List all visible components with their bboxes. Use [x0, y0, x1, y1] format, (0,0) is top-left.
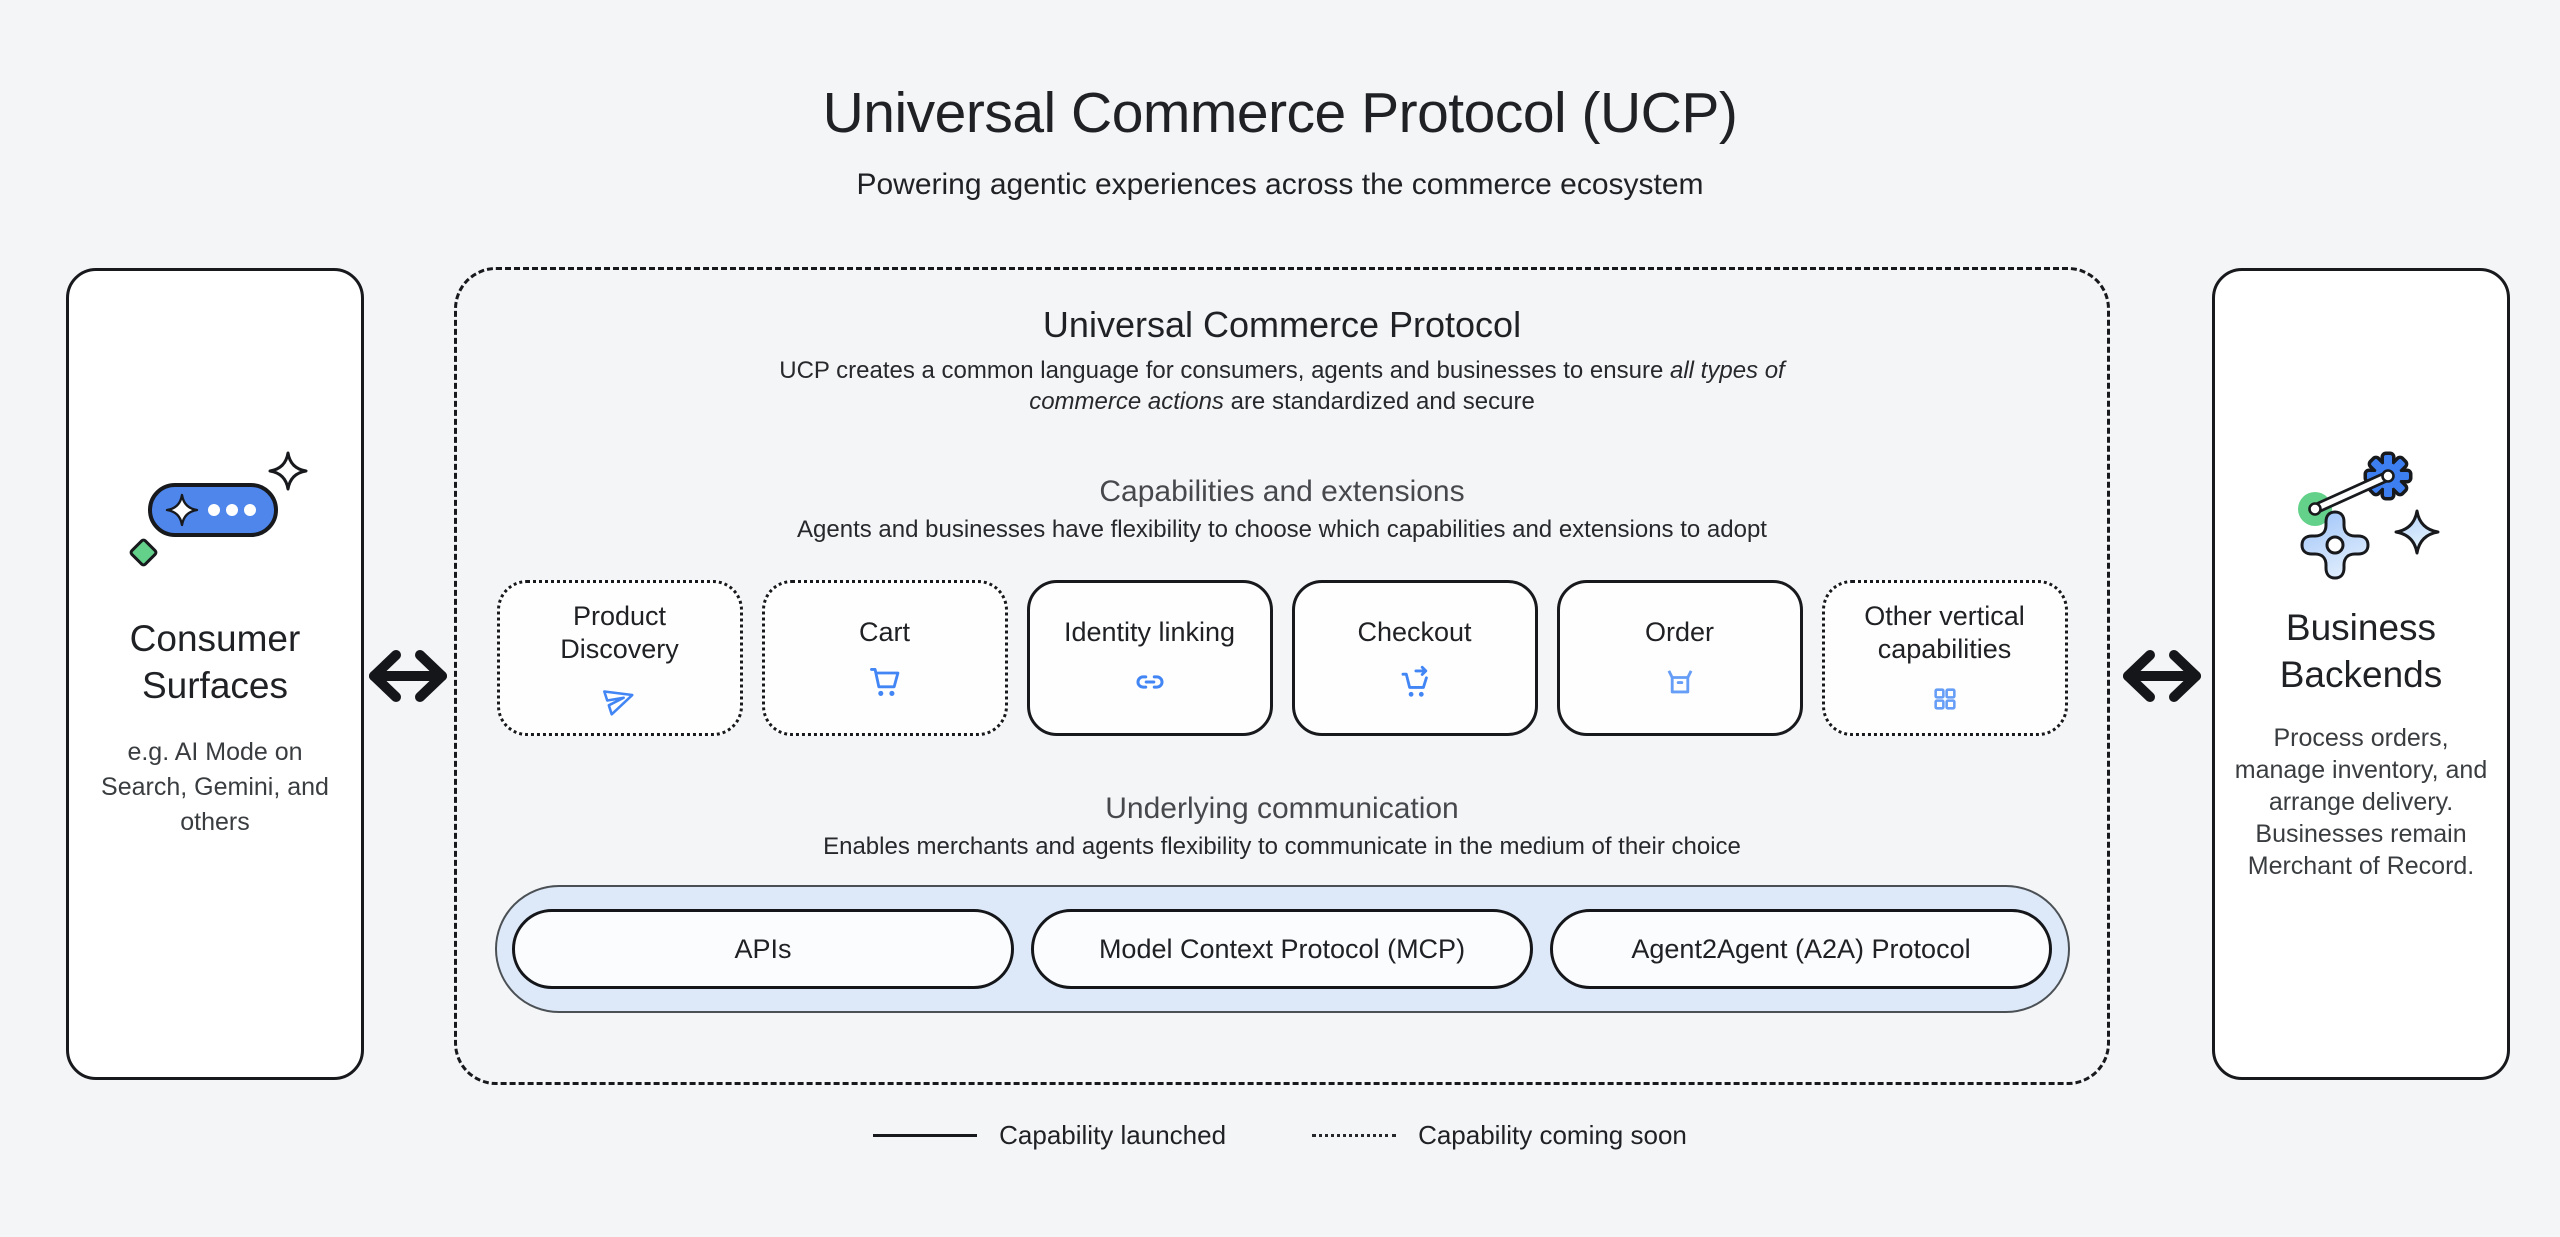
page-subtitle: Powering agentic experiences across the … — [856, 168, 1704, 201]
capability-label: Other vertical capabilities — [1864, 600, 2025, 664]
legend-solid-line — [873, 1134, 978, 1137]
ucp-description-line2-italic: commerce actions — [1029, 388, 1224, 415]
send-icon — [602, 681, 638, 717]
cart-checkout-icon — [1397, 664, 1433, 700]
capability-checkout: Checkout — [1291, 580, 1538, 736]
shopping-cart-icon — [867, 664, 903, 700]
communication-title: Underlying communication — [1105, 792, 1459, 825]
page-title: Universal Commerce Protocol (UCP) — [822, 81, 1738, 145]
capability-order: Order — [1556, 580, 1803, 736]
legend-dotted-line — [1312, 1134, 1397, 1137]
order-box-icon — [1662, 664, 1698, 700]
protocol-pill-mcp: Model Context Protocol (MCP) — [1031, 909, 1533, 989]
ai-chat-pill-sparkles-icon — [120, 449, 310, 589]
business-backends-description: Process orders, manage inventory, and ar… — [2234, 724, 2488, 880]
business-backends-panel: Business Backends Process orders, manage… — [2212, 268, 2510, 1080]
legend-launched-label: Capability launched — [999, 1120, 1227, 1150]
capability-label: Order — [1644, 617, 1715, 647]
capability-label: Checkout — [1357, 617, 1472, 647]
ucp-description: UCP creates a common language for consum… — [457, 355, 2107, 417]
legend: Capability launched Capability coming so… — [0, 1120, 2560, 1151]
capability-other-vertical: Other vertical capabilities — [1821, 580, 2068, 736]
grid-icon — [1931, 681, 1959, 717]
double-arrow-icon — [362, 644, 454, 713]
ucp-description-line1: UCP creates a common language for consum… — [779, 357, 1664, 384]
consumer-surfaces-title: Consumer Surfaces — [129, 618, 301, 706]
capability-label: Cart — [858, 617, 910, 647]
legend-item-launched: Capability launched — [873, 1120, 1226, 1151]
legend-item-coming-soon: Capability coming soon — [1312, 1120, 1687, 1151]
capabilities-title: Capabilities and extensions — [1099, 475, 1465, 508]
gears-sparkle-icon — [2271, 443, 2451, 588]
capability-identity-linking: Identity linking — [1026, 580, 1273, 736]
legend-coming-soon-label: Capability coming soon — [1418, 1120, 1687, 1150]
link-icon — [1133, 664, 1167, 700]
ucp-title: Universal Commerce Protocol — [1042, 304, 1522, 345]
capability-label: Product Discovery — [560, 600, 679, 664]
ucp-description-line2: are standardized and secure — [1223, 388, 1535, 415]
capability-product-discovery: Product Discovery — [496, 580, 743, 736]
ucp-container: Universal Commerce Protocol UCP creates … — [454, 267, 2110, 1085]
business-backends-title: Business Backends — [2279, 607, 2443, 695]
communication-subtitle: Enables merchants and agents flexibility… — [823, 833, 1741, 860]
communication-band: APIs Model Context Protocol (MCP) Agent2… — [494, 885, 2070, 1013]
protocol-pill-a2a: Agent2Agent (A2A) Protocol — [1550, 909, 2052, 989]
capabilities-row: Product Discovery Cart — [457, 580, 2107, 736]
double-arrow-icon — [2116, 644, 2208, 713]
capability-cart: Cart — [761, 580, 1008, 736]
protocol-pill-apis: APIs — [512, 909, 1014, 989]
consumer-surfaces-description: e.g. AI Mode on Search, Gemini, and othe… — [101, 738, 329, 836]
capabilities-subtitle: Agents and businesses have flexibility t… — [797, 516, 1767, 543]
ucp-description-line1-italic: all types of — [1663, 357, 1785, 384]
capability-label: Identity linking — [1063, 617, 1236, 647]
consumer-surfaces-panel: Consumer Surfaces e.g. AI Mode on Search… — [66, 268, 364, 1080]
